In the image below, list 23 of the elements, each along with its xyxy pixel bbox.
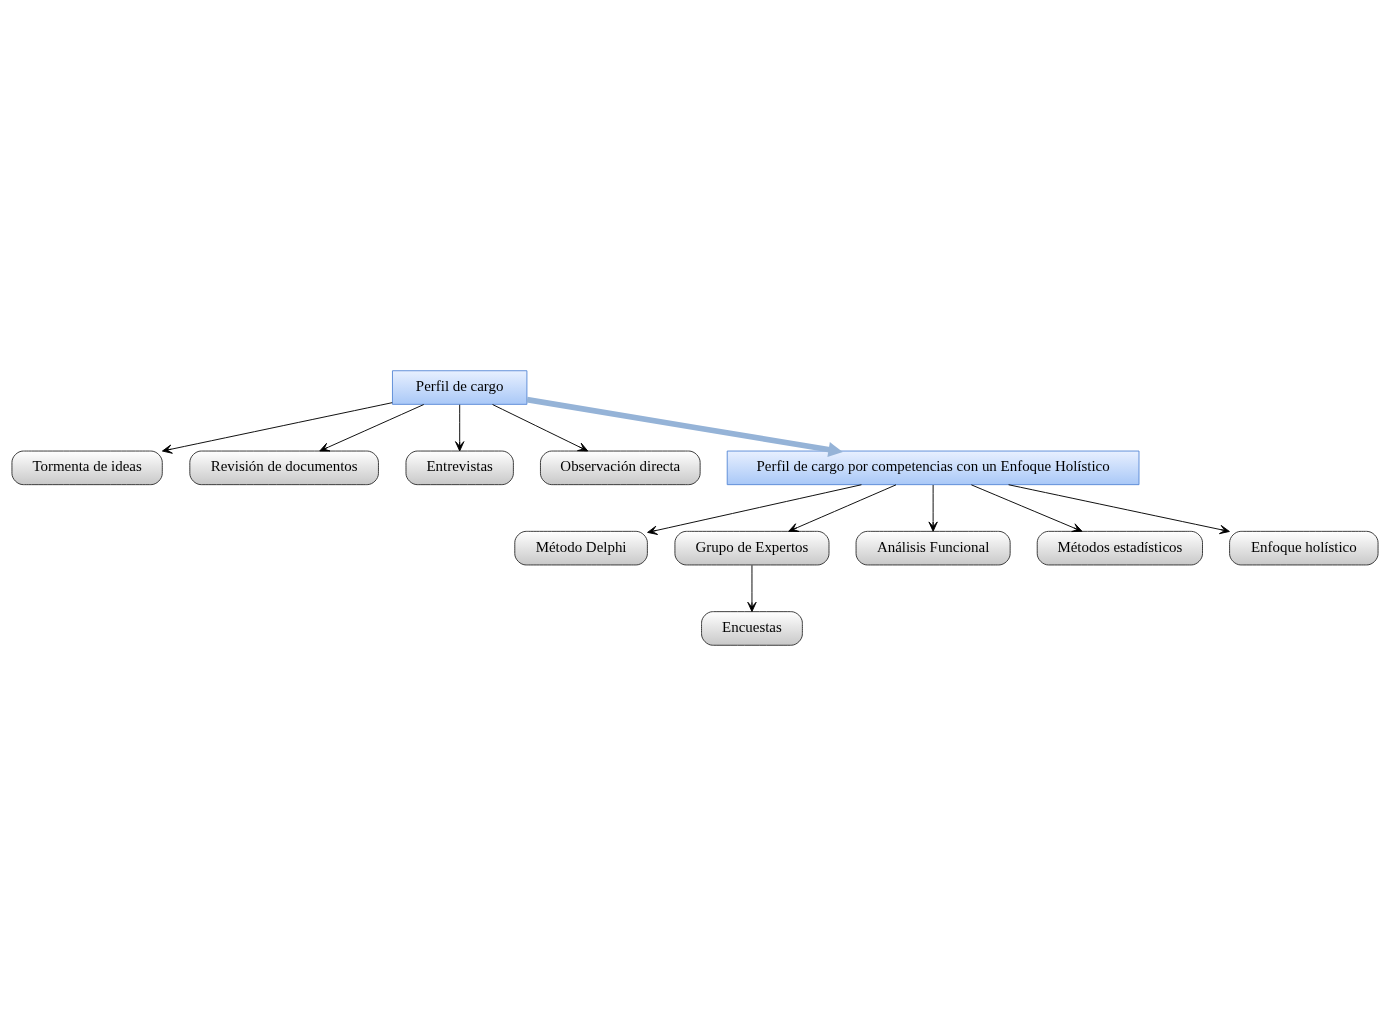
- arrow: [1008, 484, 1230, 535]
- node-box: Análisis Funcional: [855, 530, 1011, 566]
- arrow: [747, 564, 757, 613]
- arrow: [526, 396, 843, 458]
- arrow: [788, 484, 897, 532]
- node-box: Grupo de Expertos: [674, 530, 830, 566]
- node-box: Tormenta de ideas: [11, 450, 163, 486]
- node-box: Enfoque holístico: [1229, 530, 1379, 566]
- node-box: Revisión de documentos: [189, 450, 379, 486]
- arrow: [455, 404, 465, 452]
- arrow: [492, 404, 589, 452]
- node-box: Perfil de cargo: [392, 370, 528, 405]
- node-box: Encuestas: [701, 611, 803, 646]
- arrow: [647, 484, 862, 535]
- node-box: Observación directa: [540, 450, 701, 486]
- node-box: Entrevistas: [405, 450, 514, 486]
- arrow: [970, 484, 1083, 533]
- arrow: [319, 404, 425, 452]
- arrow: [161, 402, 393, 454]
- arrow: [928, 484, 938, 532]
- node-box: Método Delphi: [514, 530, 648, 566]
- node-box: Métodos estadísticos: [1036, 530, 1203, 566]
- node-box: Perfil de cargo por competencias con un Enfoque Holístico: [726, 450, 1140, 486]
